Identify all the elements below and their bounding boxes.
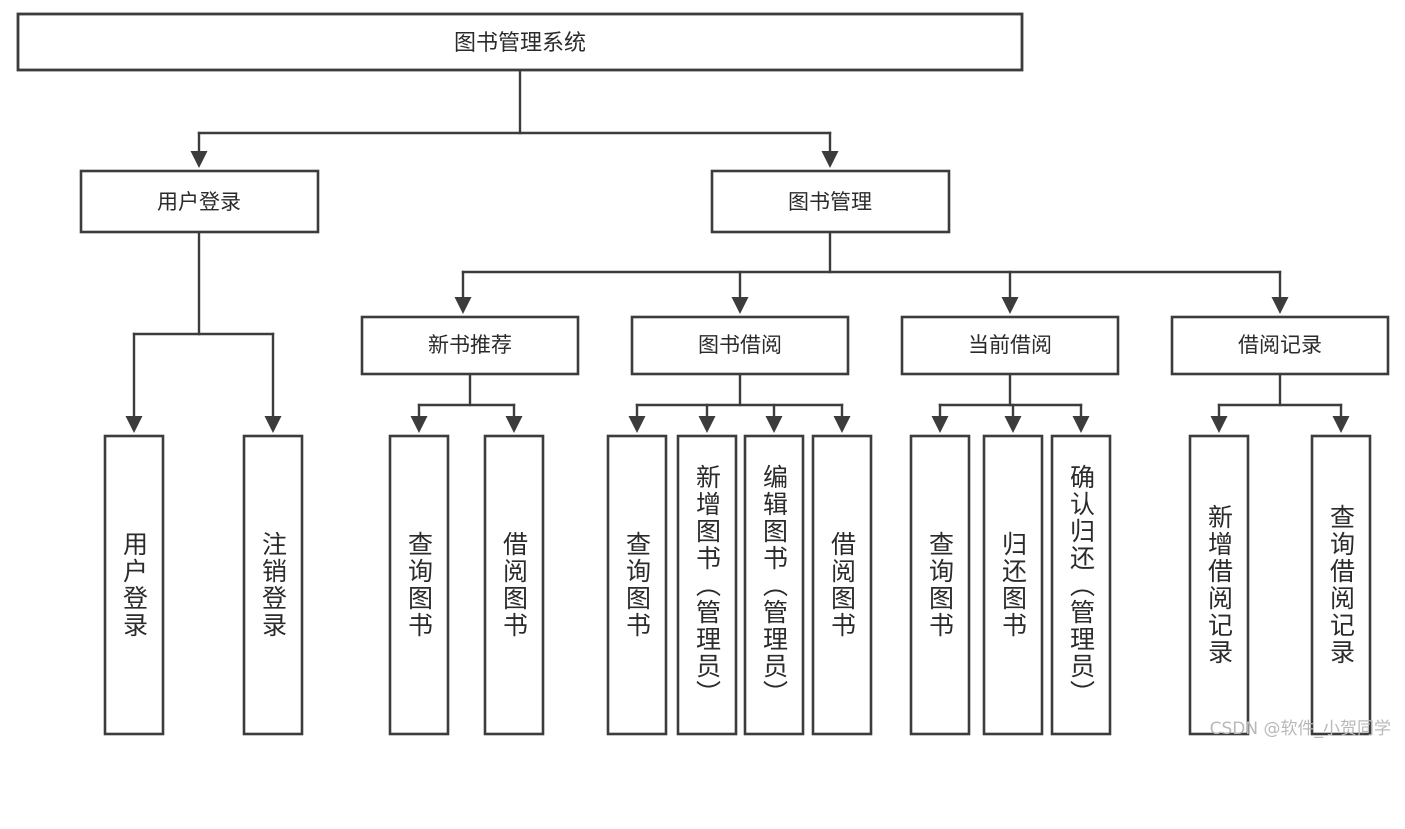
book-borrow-label: 图书借阅 <box>698 333 782 357</box>
connector-current-to-leaves <box>931 372 1090 433</box>
functional-structure-diagram: 图书管理系统 用户登录 图书管理 新书推荐 图书借阅 当前借阅 借阅记录 <box>16 12 1391 739</box>
leaf-box-leaf-user-logout[interactable] <box>242 434 304 736</box>
book-management-box[interactable] <box>710 169 951 234</box>
leaf-box-leaf-return-book[interactable] <box>982 434 1044 736</box>
new-book-recommend-label: 新书推荐 <box>428 333 512 357</box>
connector-root-to-level2 <box>190 68 839 168</box>
root-box[interactable] <box>16 12 1024 72</box>
arrow-icon-current-to-leaves-1 <box>1004 416 1022 433</box>
flowchart-canvas: 图书管理系统 用户登录 图书管理 新书推荐 图书借阅 当前借阅 借阅记录 <box>16 12 1390 736</box>
connector-recommend-to-leaves <box>410 372 523 433</box>
node-borrow-record[interactable]: 借阅记录 <box>1170 315 1390 376</box>
arrow-icon-bookmgmt-to-level3-3 <box>1271 297 1289 314</box>
leaf-box-leaf-query-book-current[interactable] <box>909 434 971 736</box>
connector-login-to-leaves <box>125 230 282 433</box>
root-label: 图书管理系统 <box>454 31 586 56</box>
arrow-icon-login-to-leaves-1 <box>264 416 282 433</box>
borrow-record-label: 借阅记录 <box>1238 333 1322 357</box>
arrow-icon-root-to-level2-1 <box>821 151 839 168</box>
arrow-icon-record-to-leaves-0 <box>1210 416 1228 433</box>
arrow-icon-borrow-to-leaves-0 <box>628 416 646 433</box>
connector-bookmgmt-to-level3 <box>454 230 1289 314</box>
user-login-box[interactable] <box>79 169 320 234</box>
leaf-box-leaf-add-book-admin[interactable] <box>676 434 738 736</box>
node-book-management[interactable]: 图书管理 <box>710 169 951 234</box>
leaf-box-leaf-confirm-return-admin[interactable] <box>1050 434 1112 736</box>
current-borrow-box[interactable] <box>900 315 1120 376</box>
arrow-icon-current-to-leaves-0 <box>931 416 949 433</box>
node-root[interactable]: 图书管理系统 <box>16 12 1024 72</box>
connector-record-to-leaves <box>1210 372 1350 433</box>
arrow-icon-current-to-leaves-2 <box>1072 416 1090 433</box>
node-book-borrow[interactable]: 图书借阅 <box>630 315 850 376</box>
connector-borrow-to-leaves <box>628 372 851 433</box>
arrow-icon-root-to-level2-0 <box>190 151 208 168</box>
user-login-label: 用户登录 <box>157 190 241 214</box>
arrow-icon-borrow-to-leaves-1 <box>698 416 716 433</box>
arrow-icon-borrow-to-leaves-3 <box>833 416 851 433</box>
new-book-recommend-box[interactable] <box>360 315 580 376</box>
arrow-icon-bookmgmt-to-level3-1 <box>731 297 749 314</box>
connector-layer <box>125 68 1350 433</box>
leaf-box-leaf-query-borrow-record[interactable] <box>1310 434 1372 736</box>
borrow-record-box[interactable] <box>1170 315 1390 376</box>
node-user-login[interactable]: 用户登录 <box>79 169 320 234</box>
leaf-box-leaf-query-book-borrow[interactable] <box>606 434 668 736</box>
leaf-box-leaf-borrow-book-recommend[interactable] <box>483 434 545 736</box>
node-new-book-recommend[interactable]: 新书推荐 <box>360 315 580 376</box>
book-borrow-box[interactable] <box>630 315 850 376</box>
arrow-icon-login-to-leaves-0 <box>125 416 143 433</box>
arrow-icon-recommend-to-leaves-0 <box>410 416 428 433</box>
arrow-icon-borrow-to-leaves-2 <box>765 416 783 433</box>
arrow-icon-recommend-to-leaves-1 <box>505 416 523 433</box>
leaf-box-leaf-user-login[interactable] <box>103 434 165 736</box>
leaf-box-leaf-borrow-book-borrow[interactable] <box>811 434 873 736</box>
book-management-label: 图书管理 <box>788 190 872 214</box>
current-borrow-label: 当前借阅 <box>968 333 1052 357</box>
leaf-box-leaf-edit-book-admin[interactable] <box>743 434 805 736</box>
arrow-icon-bookmgmt-to-level3-2 <box>1001 297 1019 314</box>
leaf-box-leaf-add-borrow-record[interactable] <box>1188 434 1250 736</box>
node-current-borrow[interactable]: 当前借阅 <box>900 315 1120 376</box>
leaf-box-leaf-query-book-recommend[interactable] <box>388 434 450 736</box>
leaf-box-layer <box>103 434 1372 736</box>
arrow-icon-bookmgmt-to-level3-0 <box>454 297 472 314</box>
watermark-text: CSDN @软件_小贺同学 <box>1209 719 1391 739</box>
arrow-icon-record-to-leaves-1 <box>1332 416 1350 433</box>
